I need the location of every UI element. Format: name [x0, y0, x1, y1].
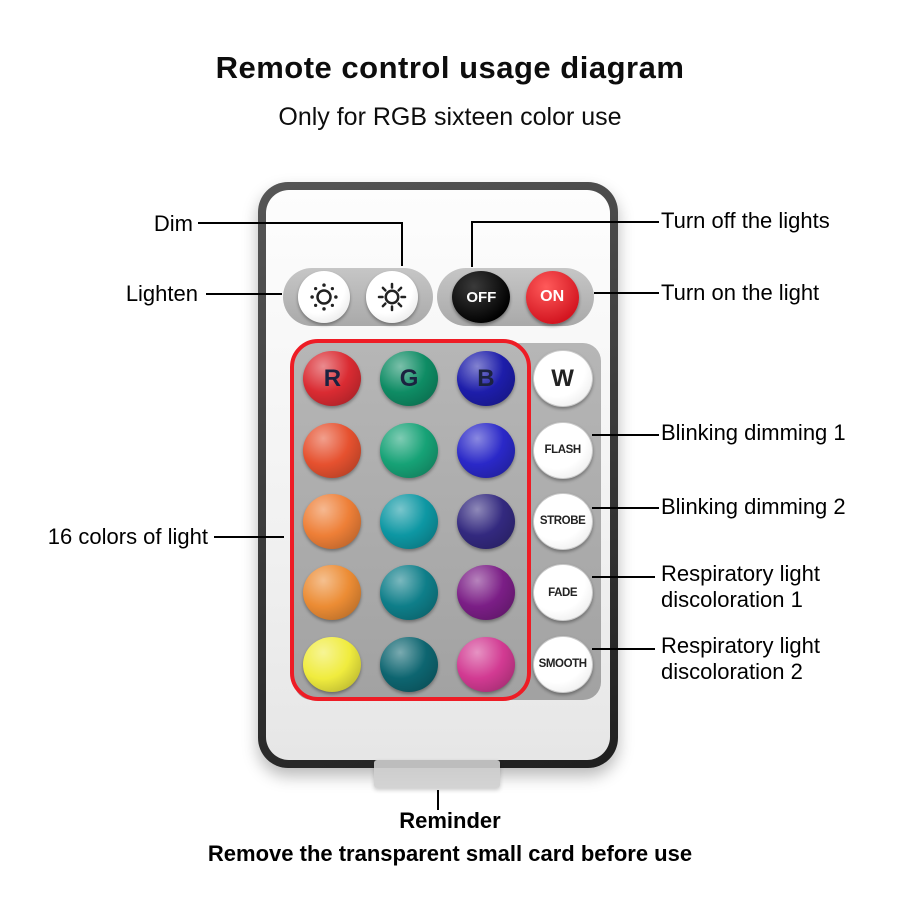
- turn-off-line-vertical: [471, 221, 473, 267]
- button-label: FADE: [548, 586, 578, 599]
- turn-off-line-horizontal: [472, 221, 659, 223]
- reminder-title: Reminder: [399, 808, 501, 833]
- lighten-label: Lighten: [125, 281, 198, 306]
- button-label: G: [399, 364, 419, 392]
- transparent-card-tab[interactable]: [374, 760, 500, 788]
- dim-line-vertical: [401, 222, 403, 266]
- remote-color-button-9[interactable]: [303, 493, 362, 549]
- button-label: B: [477, 364, 495, 392]
- remote-button-w[interactable]: W: [532, 350, 593, 408]
- respiratory-1-line2: discoloration 1: [661, 587, 803, 612]
- button-label: SMOOTH: [538, 658, 587, 671]
- respiratory-2-line1: Respiratory light: [661, 633, 820, 658]
- remote-color-button-15[interactable]: [456, 565, 515, 621]
- remote-body: OFF ON R G B W FLASH STROBE FADE SMOOTH: [258, 182, 618, 768]
- respiratory-2-label: Respiratory light discoloration 2: [661, 633, 820, 685]
- respiratory-1-label: Respiratory light discoloration 1: [661, 561, 820, 613]
- remote-color-button-19[interactable]: [456, 636, 515, 692]
- respiratory-2-line: [592, 648, 655, 650]
- lighten-sun-icon: [310, 283, 338, 311]
- remote-color-button-18[interactable]: [380, 636, 439, 692]
- blinking-2-line: [592, 507, 659, 509]
- blinking-dimming-2-label: Blinking dimming 2: [661, 494, 846, 519]
- dim-button[interactable]: [365, 271, 418, 323]
- page-subtitle: Only for RGB sixteen color use: [278, 103, 622, 131]
- brightness-button-group: [283, 268, 433, 326]
- dim-line-horizontal: [198, 222, 403, 224]
- remote-color-button-14[interactable]: [380, 565, 439, 621]
- remote-color-button-6[interactable]: [380, 422, 439, 478]
- remote-button-smooth[interactable]: SMOOTH: [532, 635, 593, 693]
- remote-button-fade[interactable]: FADE: [532, 564, 593, 622]
- reminder-note: Remove the transparent small card before…: [207, 841, 693, 866]
- respiratory-2-line2: discoloration 2: [661, 659, 803, 684]
- respiratory-1-line1: Respiratory light: [661, 561, 820, 586]
- dim-label: Dim: [153, 211, 193, 236]
- on-button[interactable]: ON: [525, 270, 579, 324]
- color-grid: R G B W FLASH STROBE FADE SMOOTH: [294, 343, 601, 700]
- blinking-dimming-1-label: Blinking dimming 1: [661, 420, 846, 445]
- respiratory-1-line: [592, 576, 655, 578]
- button-label: R: [323, 364, 342, 392]
- remote-color-button-10[interactable]: [380, 493, 439, 549]
- remote-button-g[interactable]: G: [380, 351, 439, 407]
- lighten-button[interactable]: [298, 271, 351, 323]
- power-button-group: OFF ON: [437, 268, 594, 326]
- remote-color-button-7[interactable]: [456, 422, 515, 478]
- remote-panel: OFF ON R G B W FLASH STROBE FADE SMOOTH: [266, 190, 610, 760]
- reminder-line: [437, 790, 439, 810]
- remote-button-r[interactable]: R: [303, 351, 362, 407]
- turn-off-label: Turn off the lights: [661, 208, 830, 233]
- remote-color-button-11[interactable]: [456, 493, 515, 549]
- remote-button-strobe[interactable]: STROBE: [532, 492, 593, 550]
- lighten-line: [206, 293, 282, 295]
- button-label: W: [551, 364, 574, 392]
- turn-on-line: [594, 292, 659, 294]
- turn-on-label: Turn on the light: [661, 280, 820, 305]
- remote-button-b[interactable]: B: [456, 351, 515, 407]
- dim-sun-icon: [377, 282, 406, 312]
- button-label: STROBE: [539, 515, 586, 528]
- remote-color-button-5[interactable]: [303, 422, 362, 478]
- remote-color-button-13[interactable]: [303, 565, 362, 621]
- off-button[interactable]: OFF: [452, 271, 511, 323]
- remote-button-flash[interactable]: FLASH: [532, 421, 593, 479]
- page-title: Remote control usage diagram: [215, 50, 685, 85]
- sixteen-colors-line: [214, 536, 284, 538]
- remote-color-button-17[interactable]: [303, 636, 362, 692]
- button-label: FLASH: [544, 444, 581, 457]
- blinking-1-line: [592, 434, 659, 436]
- sixteen-colors-label: 16 colors of light: [47, 524, 208, 549]
